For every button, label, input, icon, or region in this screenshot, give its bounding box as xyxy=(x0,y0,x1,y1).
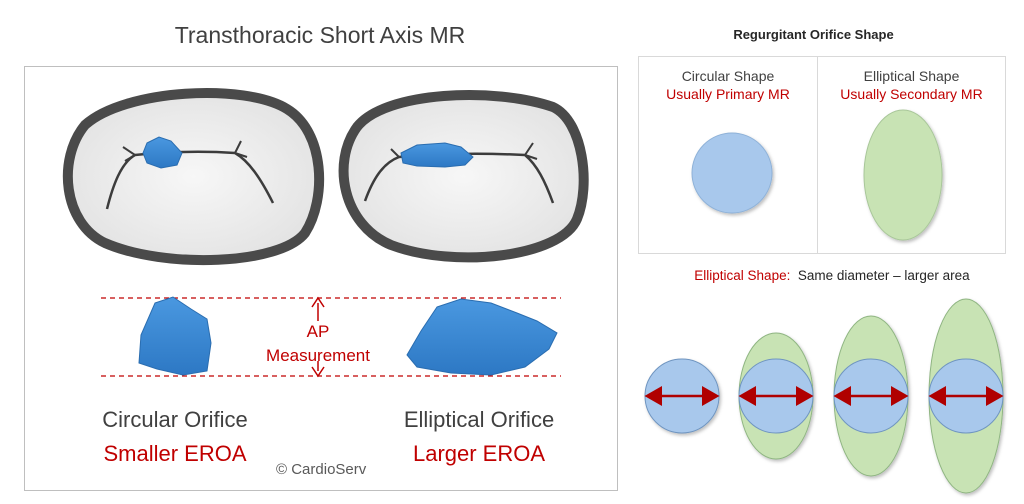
short-axis-diagram: AP Measurement xyxy=(62,88,589,378)
short-axis-panel: AP Measurement Circular Orifice Smaller … xyxy=(24,66,618,491)
elliptical-eroa-label: Larger EROA xyxy=(412,441,546,466)
valve-right-ring xyxy=(338,90,589,263)
circular-orifice-enlarged xyxy=(138,296,212,376)
valve-left-leaflets xyxy=(105,150,275,210)
elliptical-note-text: Same diameter – larger area xyxy=(797,268,970,283)
elliptical-note: Elliptical Shape: Same diameter – larger… xyxy=(640,268,1024,283)
comparison-4-ellipse xyxy=(928,298,1004,494)
ap-label-line1: AP xyxy=(307,322,330,341)
elliptical-orifice-label: Elliptical Orifice xyxy=(403,407,555,432)
elliptical-shape-label: Elliptical Shape xyxy=(863,68,960,84)
elliptical-shape-note: Usually Secondary MR xyxy=(840,86,983,102)
shape-comparison-graphics xyxy=(691,109,943,241)
valve-right-orifice xyxy=(400,142,474,168)
left-title: Transthoracic Short Axis MR xyxy=(174,22,466,48)
elliptical-orifice-enlarged xyxy=(406,298,558,376)
comparison-3-ellipse xyxy=(833,315,909,477)
circular-shape-note: Usually Primary MR xyxy=(666,86,790,102)
comparison-2-ellipse xyxy=(738,332,814,460)
right-title: Regurgitant Orifice Shape xyxy=(733,27,894,42)
circular-shape xyxy=(691,132,773,214)
elliptical-shape-column: Elliptical Shape Usually Secondary MR xyxy=(818,57,1005,253)
valve-left-orifice xyxy=(142,136,183,169)
comparison-1-circle xyxy=(644,358,720,434)
valve-right xyxy=(338,90,589,263)
shape-comparison-box: Circular Shape Usually Primary MR Ellipt… xyxy=(638,56,1006,254)
circular-eroa-label: Smaller EROA xyxy=(103,441,247,466)
ap-label-line2: Measurement xyxy=(266,346,370,365)
circular-shape-label: Circular Shape xyxy=(681,68,775,84)
diameter-comparison xyxy=(644,298,1004,494)
copyright: © CardioServ xyxy=(276,461,367,478)
circular-orifice-label: Circular Orifice xyxy=(102,407,248,432)
elliptical-shape xyxy=(863,109,943,241)
valve-left xyxy=(62,88,325,266)
elliptical-note-prefix: Elliptical Shape: xyxy=(694,268,791,283)
circular-shape-column: Circular Shape Usually Primary MR xyxy=(639,57,817,253)
valve-left-ring xyxy=(62,88,325,266)
